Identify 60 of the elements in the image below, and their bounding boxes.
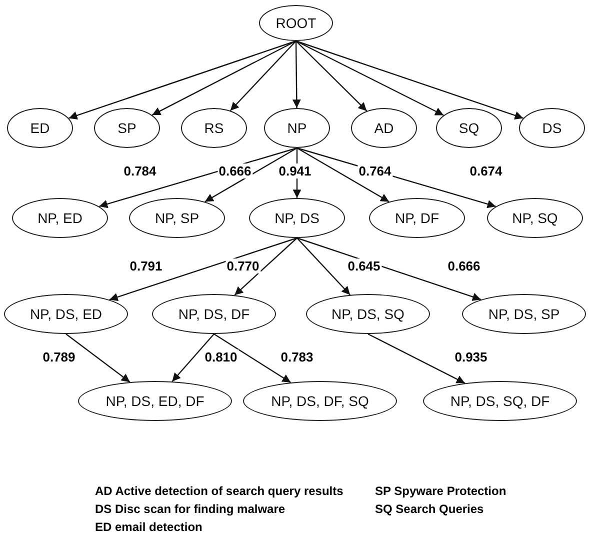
edge-label: 0.789 [42,350,76,364]
edge-label: 0.783 [280,350,314,364]
node-label: SP [118,120,136,136]
abbreviation-note: ED email detection [95,520,202,533]
abbreviation-note: AD Active detection of search query results [95,484,344,498]
edge-label: 0.666 [446,258,482,274]
abbreviation-note: DS Disc scan for finding malware [95,502,286,516]
arrow [296,147,390,202]
tree-node-ellipse [487,198,583,238]
arrow [172,334,214,382]
edge-label: 0.791 [128,258,164,274]
arrow [296,238,351,296]
arrow [109,237,298,302]
arrow [214,334,292,383]
edge-label: 0.784 [122,164,158,178]
arrow [204,147,298,202]
node-label: NP, DF [394,210,440,226]
tree-node-ellipse [12,198,108,238]
tree-node-ellipse [7,108,73,148]
edge-label: 0.935 [454,350,488,364]
node-label: SQ [458,120,480,136]
node-label: NP, SQ [512,210,558,226]
edge-label: 0.764 [358,164,392,178]
arrow [296,237,482,301]
node-label: DS [542,120,562,136]
node-label: NP, DS, SQ, DF [450,393,550,409]
arrow [296,40,524,120]
node-label: NP, DS, DF [178,306,250,322]
edge-label: 0.666 [218,164,252,178]
node-label: NP [287,120,307,136]
edge-label: 0.810 [204,350,238,364]
node-label: NP, DS [274,210,320,226]
edge-label: 0.674 [468,164,504,178]
abbreviation-note: SP Spyware Protection [375,484,506,498]
arrow [152,40,296,116]
node-label: ED [30,120,50,136]
arrow [230,40,296,112]
node-label: NP, DS, SQ [332,306,404,322]
node-label: NP, DS, ED, DF [106,393,204,409]
edge-label: 0.770 [226,258,260,274]
abbreviation-note: SQ Search Queries [375,502,484,516]
node-label: ROOT [276,15,316,31]
arrow [234,238,298,296]
node-label: AD [374,120,394,136]
arrow [66,334,130,383]
tree-node-ellipse [519,108,585,148]
node-label: RS [204,120,224,136]
edge-label: 0.645 [346,258,382,274]
edge-label: 0.941 [278,164,312,178]
node-label: NP, SP [154,210,200,226]
arrow [68,40,296,120]
tree-node-ellipse [94,108,160,148]
node-label: NP, DS, SP [488,306,560,322]
node-label: NP, DS, DF, SQ [271,393,369,409]
node-label: NP, ED [38,210,82,226]
tree-node-ellipse [436,108,502,148]
arrow [292,41,301,108]
arrow [296,40,444,116]
arrow [296,40,368,112]
node-label: NP, DS, ED [30,306,102,322]
